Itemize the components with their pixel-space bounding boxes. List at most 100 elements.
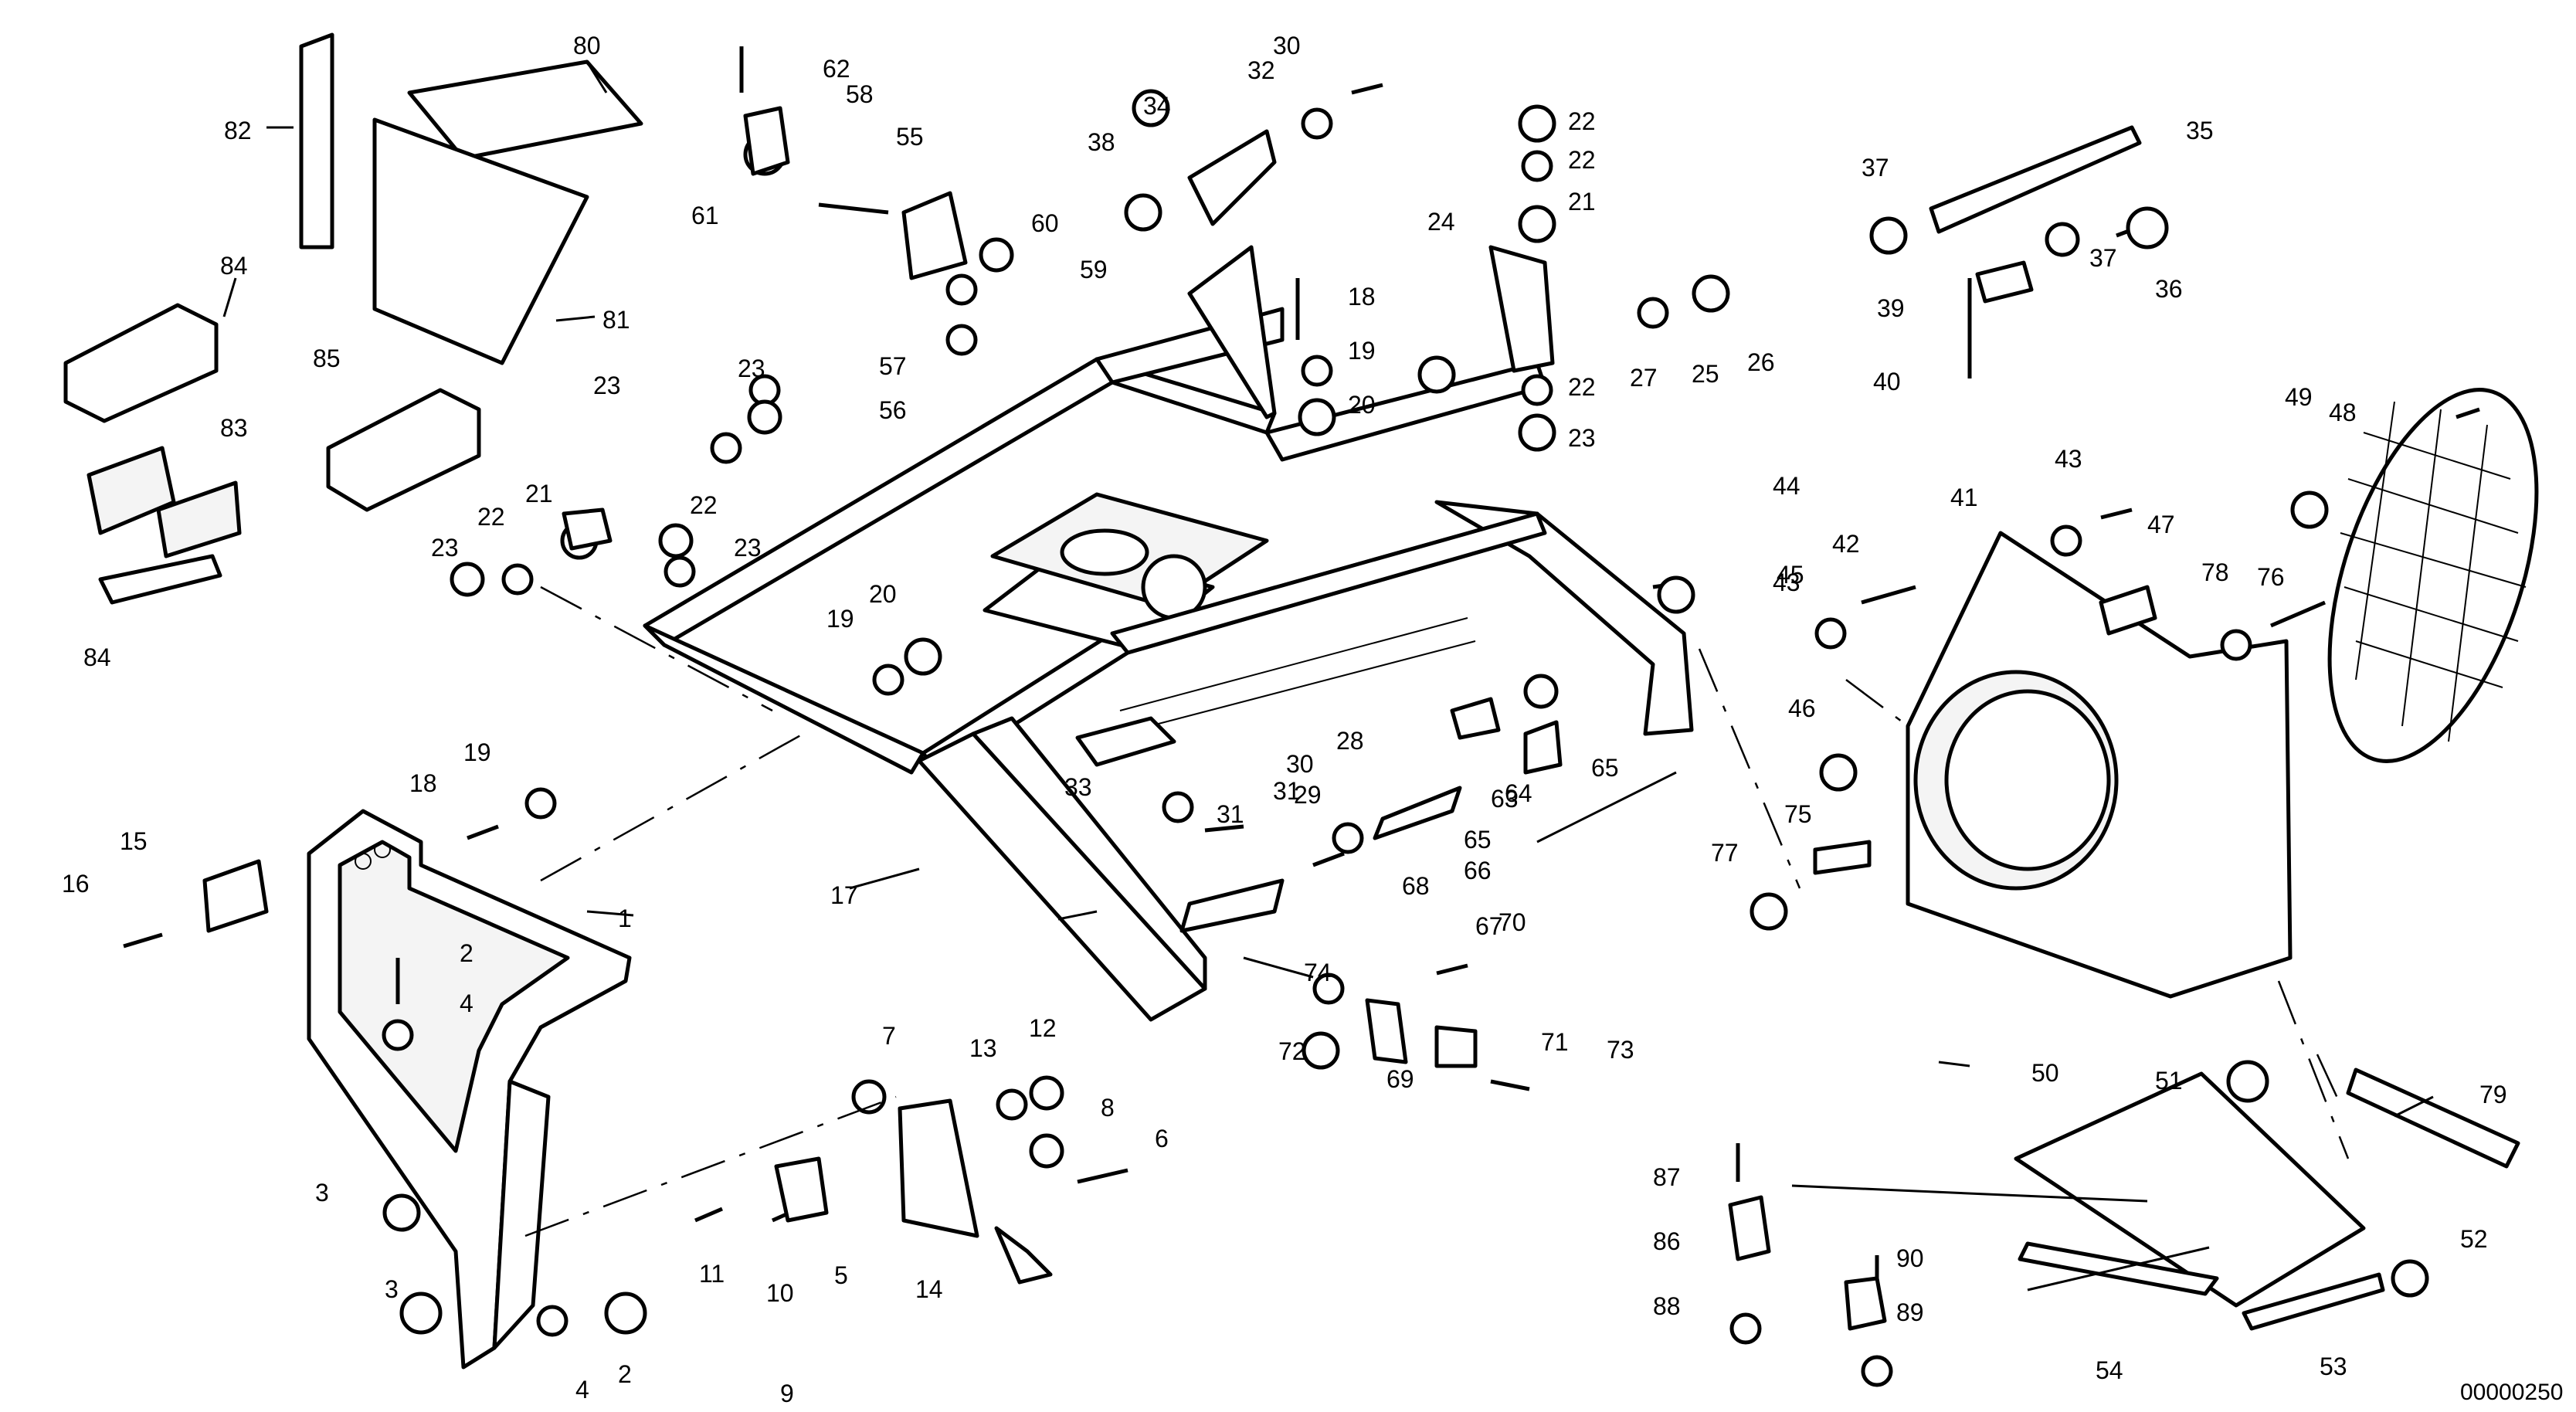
callout: 7 [882,1022,896,1050]
callout: 16 [62,870,90,898]
callout: 11 [699,1260,725,1288]
insulation-pieces [63,32,643,605]
callout: 77 [1711,839,1739,867]
callout: 75 [1784,800,1812,828]
callout: 2 [618,1360,632,1388]
callout: 5 [834,1261,848,1289]
callout: 4 [460,989,473,1017]
callout: 19 [463,738,491,766]
callout: 45 [1777,561,1804,589]
callout: 82 [224,117,252,144]
callout: 4 [575,1376,589,1404]
callout: 25 [1692,360,1719,388]
callout: 84 [220,252,248,280]
callout: 30 [1286,750,1314,778]
callout: 28 [1336,727,1364,755]
callout: 22 [690,491,718,519]
callout: 38 [1088,128,1115,156]
callout: 3 [385,1275,399,1303]
callout: 22 [1568,373,1596,401]
callout: 22 [1568,107,1596,135]
callout: 70 [1498,908,1526,936]
callout: 1 [618,905,632,932]
callout: 2 [460,939,473,967]
callout: 83 [220,414,248,442]
callout: 32 [1247,56,1275,84]
leader-lines [222,61,2434,1292]
callout: 58 [846,80,874,108]
callout: 84 [83,643,111,671]
callout: 21 [525,480,553,507]
callout: 26 [1747,348,1775,376]
callout: 56 [879,396,907,424]
callout: 48 [2329,399,2357,426]
callout: 62 [823,55,850,83]
callout: 66 [1464,857,1492,884]
callout: 60 [1031,209,1059,237]
center-lines [524,586,2350,1237]
callout: 40 [1873,368,1901,395]
callout: 24 [1427,208,1455,236]
callout: 23 [1568,424,1596,452]
callout: 61 [691,202,719,229]
callout: 22 [477,503,505,531]
callout: 3 [315,1179,329,1207]
callout: 65 [1464,826,1492,854]
callout: 18 [1348,283,1376,311]
callout: 65 [1591,754,1619,782]
callout: 49 [2285,383,2313,411]
callout: 29 [1294,781,1322,809]
callout: 68 [1402,872,1430,900]
callout: 85 [313,345,341,372]
callout: 89 [1896,1298,1924,1326]
callout: 8 [1101,1094,1115,1122]
callout: 31 [1217,800,1244,828]
fan-shroud [1906,531,2293,999]
callout: 13 [969,1034,997,1062]
callout: 23 [431,534,459,562]
callout: 34 [1143,92,1171,120]
callouts: 1 2 2 3 3 4 4 5 6 7 8 9 10 11 12 13 14 1… [62,32,2563,1407]
callout: 51 [2155,1067,2183,1095]
callout: 37 [1862,154,1889,182]
callout: 37 [2089,244,2117,272]
callout: 64 [1505,779,1532,807]
callout: 50 [2031,1059,2059,1087]
callout: 23 [734,534,762,562]
side-plate [307,809,632,1370]
callout: 54 [2096,1356,2123,1384]
callout: 12 [1029,1014,1057,1042]
callout: 47 [2147,511,2175,538]
callout: 46 [1788,694,1816,722]
callout: 17 [830,881,858,909]
callout: 20 [1348,391,1376,419]
callout: 33 [1064,773,1092,801]
callout: 86 [1653,1227,1681,1255]
callout: 53 [2320,1353,2347,1380]
callout: 87 [1653,1163,1681,1191]
callout: 14 [915,1275,943,1303]
callout: 6 [1155,1125,1169,1152]
callout: 88 [1653,1292,1681,1320]
callout: 39 [1877,294,1905,322]
callout: 44 [1773,472,1800,500]
callout: 79 [2479,1081,2507,1108]
callout: 43 [1773,569,1800,596]
callout: 35 [2186,117,2214,144]
callout: 15 [120,827,148,855]
callout: 80 [573,32,601,59]
main-frame [643,245,1694,1022]
hardware [123,46,2480,1387]
callout: 22 [1568,146,1596,174]
callout: 76 [2257,563,2285,591]
callout: 59 [1080,256,1108,283]
callout: 18 [409,769,437,797]
callout: 72 [1278,1037,1306,1065]
callout: 57 [879,352,907,380]
callout: 73 [1607,1036,1634,1064]
callout: 42 [1832,530,1860,558]
callout: 78 [2201,558,2229,586]
drawing-code: 00000250 [2460,1380,2563,1405]
callout: 55 [896,123,924,151]
